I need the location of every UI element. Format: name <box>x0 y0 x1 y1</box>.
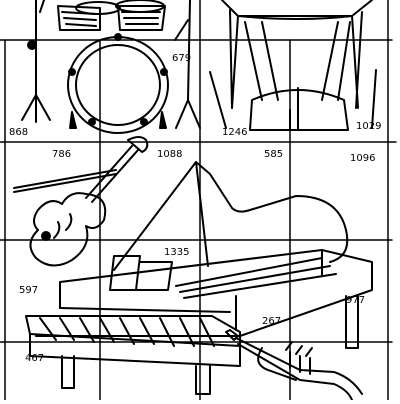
grand-piano-illustration <box>25 161 373 395</box>
drum-kit-illustration <box>21 0 201 134</box>
timpani-illustration <box>209 0 377 131</box>
cell-number: 1335 <box>164 247 190 258</box>
cell-number: 1029 <box>356 121 382 132</box>
violin-illustration <box>13 136 149 267</box>
cell-number: 585 <box>264 149 284 160</box>
cell-number: 467 <box>25 353 45 364</box>
cell-number: 1246 <box>222 127 248 138</box>
cell-number: 267 <box>262 316 282 327</box>
cell-number: 597 <box>19 285 39 296</box>
cell-number: 1088 <box>157 149 183 160</box>
trumpet-illustration <box>225 329 363 401</box>
cell-number: 868 <box>9 127 29 138</box>
cell-number: 977 <box>346 295 366 306</box>
cell-number: 1096 <box>350 153 376 164</box>
cell-number: 679 <box>172 53 192 64</box>
cell-number: 786 <box>52 149 72 160</box>
